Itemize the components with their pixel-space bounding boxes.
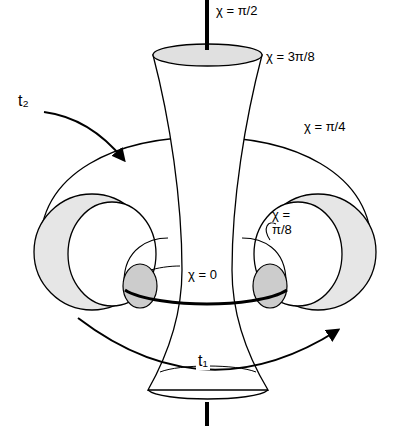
hourglass-bottom <box>148 390 268 399</box>
t1-arrow <box>78 318 338 370</box>
surface-label: χ = 3π/8 <box>266 50 315 65</box>
core-circle <box>125 290 287 304</box>
surface-label: χ = π/4 <box>304 120 345 135</box>
surface-label: χ = π/8 <box>272 208 306 238</box>
core-label: χ = 0 <box>186 268 219 283</box>
angle-label: t₁ <box>196 352 210 370</box>
inner-section <box>253 264 287 308</box>
axis-label: χ = π/2 <box>216 4 257 19</box>
inner-section <box>123 264 157 308</box>
hourglass-surface <box>148 55 268 390</box>
t2-arrow <box>44 112 124 160</box>
angle-label: t₂ <box>18 92 29 110</box>
axis <box>205 402 209 426</box>
axis <box>205 0 209 50</box>
